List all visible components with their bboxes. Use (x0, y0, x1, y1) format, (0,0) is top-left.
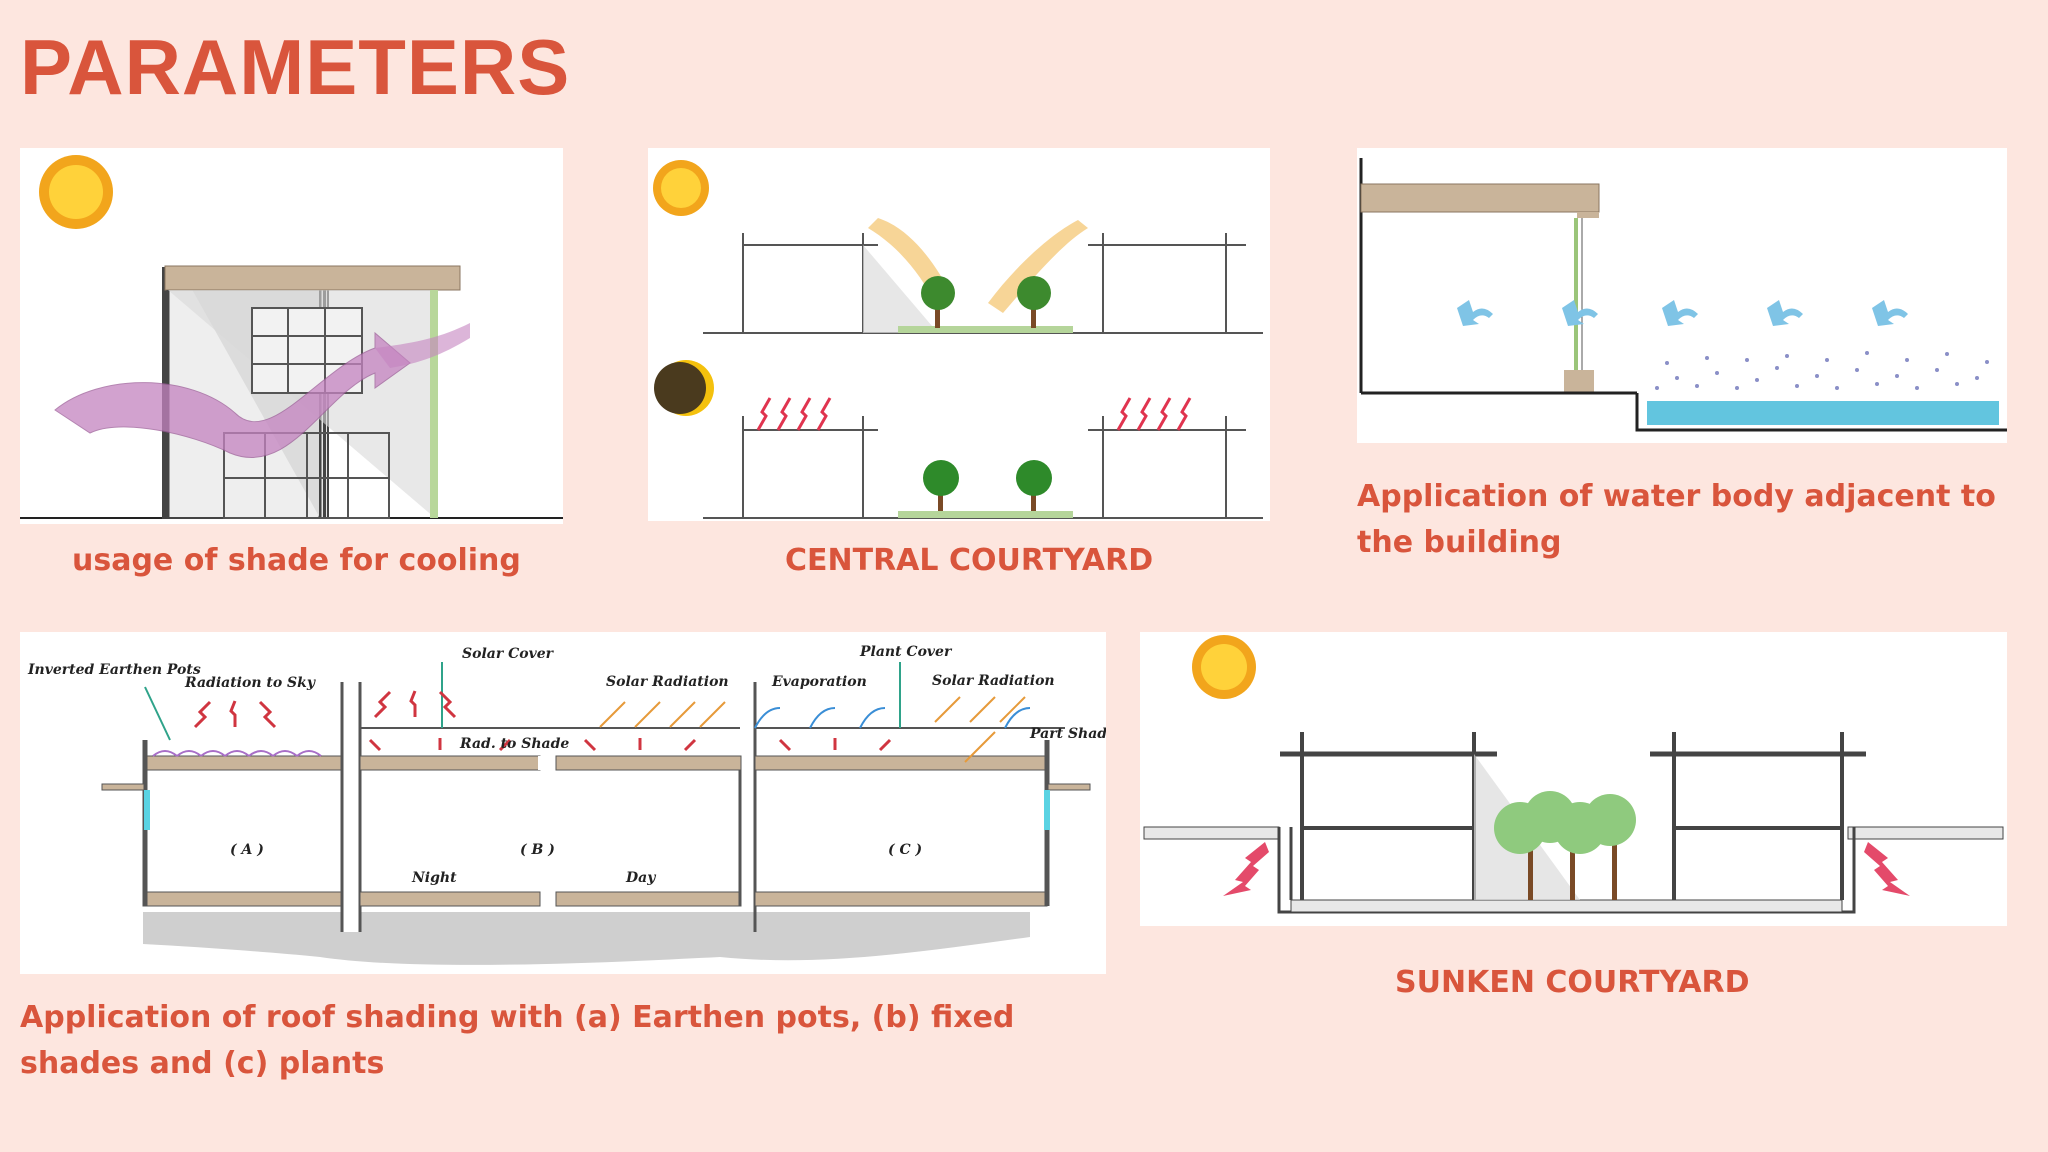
central-courtyard-diagram (648, 148, 1270, 521)
earthen-pots (152, 750, 322, 757)
label-solar-cover: Solar Cover (462, 646, 555, 662)
tree-icon (921, 276, 955, 328)
label-evaporation: Evaporation (771, 674, 867, 690)
evaporation-arrows (754, 707, 1031, 729)
moon-icon (654, 360, 714, 416)
earth-heat-arrows (1223, 842, 1910, 896)
sun-icon (1192, 635, 1256, 699)
label-solar-radiation-b: Solar Radiation (606, 674, 729, 690)
sunken-courtyard-diagram (1140, 632, 2007, 926)
label-night: Night (411, 870, 457, 886)
label-c: ( C ) (888, 842, 922, 858)
tree-icon (1017, 276, 1051, 328)
roof-shading-diagram: Inverted Earthen Pots Radiation to Sky S… (20, 632, 1106, 974)
sun-icon (653, 160, 709, 216)
roof-shading-caption: Application of roof shading with (a) Ear… (20, 1000, 1015, 1081)
tree-icon (923, 460, 959, 511)
label-plant-cover: Plant Cover (859, 644, 953, 660)
trees-icon (1494, 791, 1636, 900)
sun-icon (39, 155, 113, 229)
water-body-diagram (1357, 148, 2007, 443)
radiation-arrows (193, 690, 892, 752)
label-b: ( B ) (520, 842, 555, 858)
heat-radiation-arrows (756, 397, 1192, 431)
water-pool (1647, 401, 1999, 425)
water-body-caption: Application of water body adjacent to th… (1357, 479, 1996, 560)
label-inverted-pots: Inverted Earthen Pots (27, 662, 201, 678)
label-part-shade: Part Shade (1029, 726, 1106, 742)
label-radiation-sky: Radiation to Sky (184, 675, 316, 691)
label-rad-to-shade: Rad. to Shade (459, 736, 569, 752)
sunken-courtyard-caption: SUNKEN COURTYARD (1395, 965, 1750, 1000)
shade-caption: usage of shade for cooling (72, 543, 521, 578)
central-courtyard-caption: CENTRAL COURTYARD (785, 543, 1154, 578)
label-solar-radiation-c: Solar Radiation (932, 673, 1055, 689)
page-title: PARAMETERS (20, 23, 571, 111)
shade-cooling-diagram (20, 148, 563, 524)
tree-icon (1016, 460, 1052, 511)
evaporation-particles (1655, 351, 1989, 390)
label-day: Day (625, 870, 656, 886)
breeze-arrows (1457, 300, 1908, 326)
solar-radiation-arrows (599, 696, 1026, 763)
lower-window (223, 432, 390, 519)
label-a: ( A ) (230, 842, 264, 858)
